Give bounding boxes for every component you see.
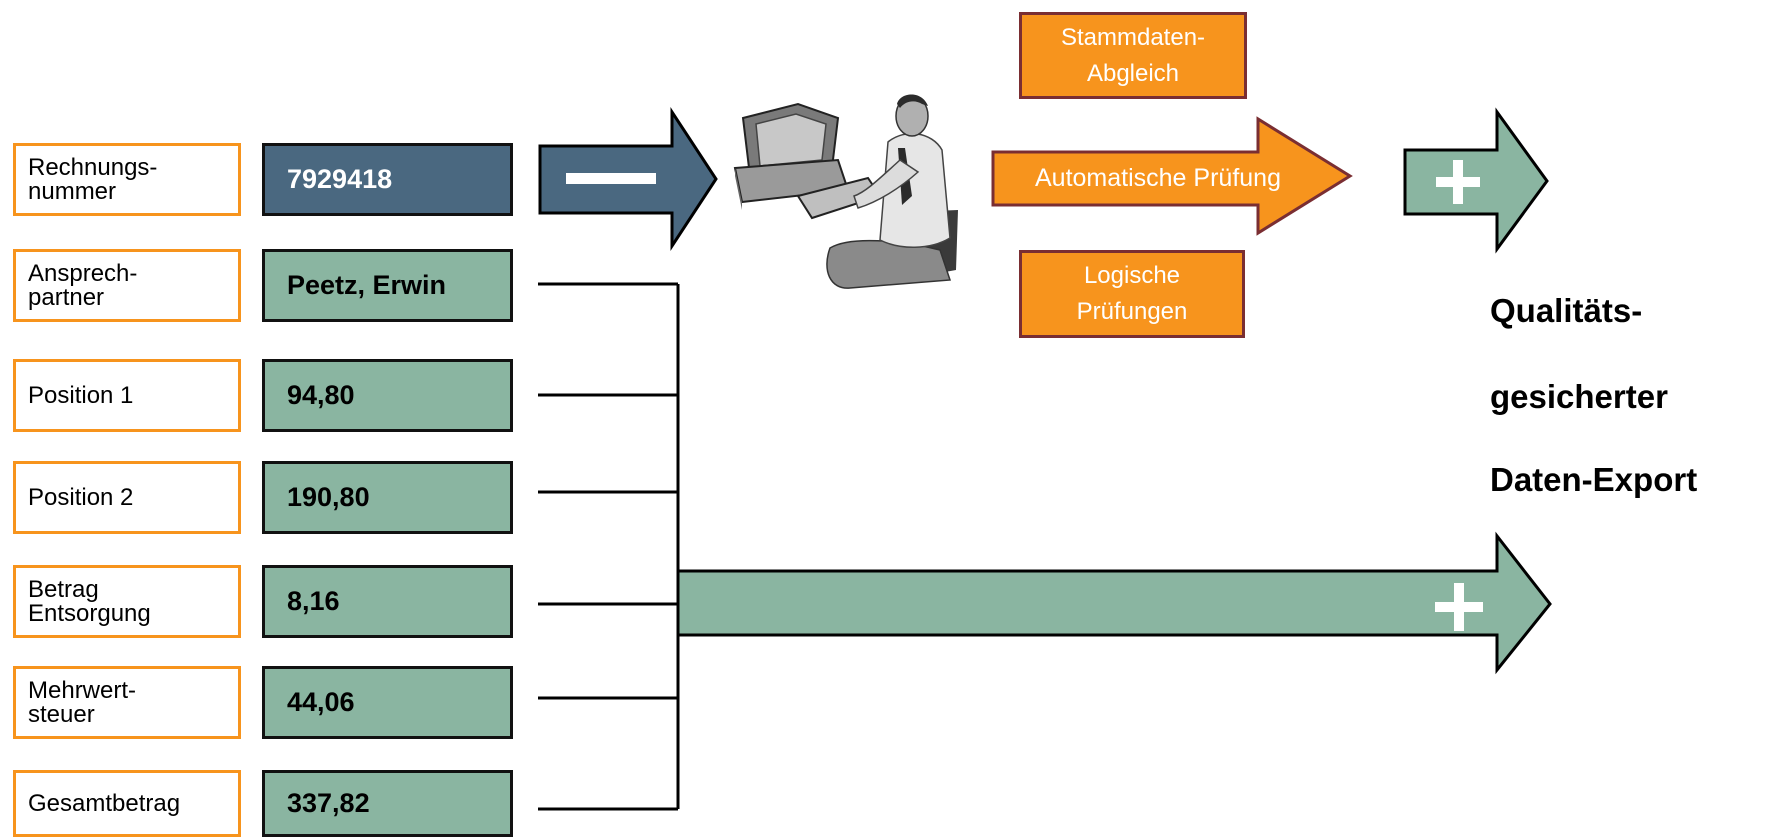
field-value-ansprechpartner: Peetz, Erwin [262, 249, 513, 322]
automatic-check-label: Automatische Prüfung [1035, 164, 1281, 192]
plus-icon [1436, 160, 1480, 204]
connector-lines [538, 282, 680, 811]
field-label-mehrwertsteuer: Mehrwert- steuer [13, 666, 241, 739]
data-export-arrow [676, 531, 1552, 675]
logical-check-box: Logische Prüfungen [1019, 250, 1245, 338]
field-value-betrag-entsorgung: 8,16 [262, 565, 513, 638]
field-label-position-2: Position 2 [13, 461, 241, 534]
plus-icon [1435, 583, 1483, 631]
result-text-line-2: gesicherter [1490, 378, 1668, 415]
result-text-line-3: Daten-Export [1490, 461, 1698, 498]
field-value-position-2: 190,80 [262, 461, 513, 534]
minus-icon [566, 173, 656, 184]
result-text-line-1: Qualitäts- [1490, 292, 1643, 329]
master-data-check-box: Stammdaten- Abgleich [1019, 12, 1247, 99]
field-value-rechnungsnummer: 7929418 [262, 143, 513, 216]
field-label-position-1: Position 1 [13, 359, 241, 432]
automatic-check-arrow [991, 116, 1353, 236]
field-label-ansprechpartner: Ansprech- partner [13, 249, 241, 322]
field-value-mehrwertsteuer: 44,06 [262, 666, 513, 739]
computer-user-icon [733, 94, 958, 289]
field-label-gesamtbetrag: Gesamtbetrag [13, 770, 241, 837]
field-label-rechnungsnummer: Rechnungs- nummer [13, 143, 241, 216]
field-label-betrag-entsorgung: Betrag Entsorgung [13, 565, 241, 638]
field-value-position-1: 94,80 [262, 359, 513, 432]
field-value-gesamtbetrag: 337,82 [262, 770, 513, 837]
